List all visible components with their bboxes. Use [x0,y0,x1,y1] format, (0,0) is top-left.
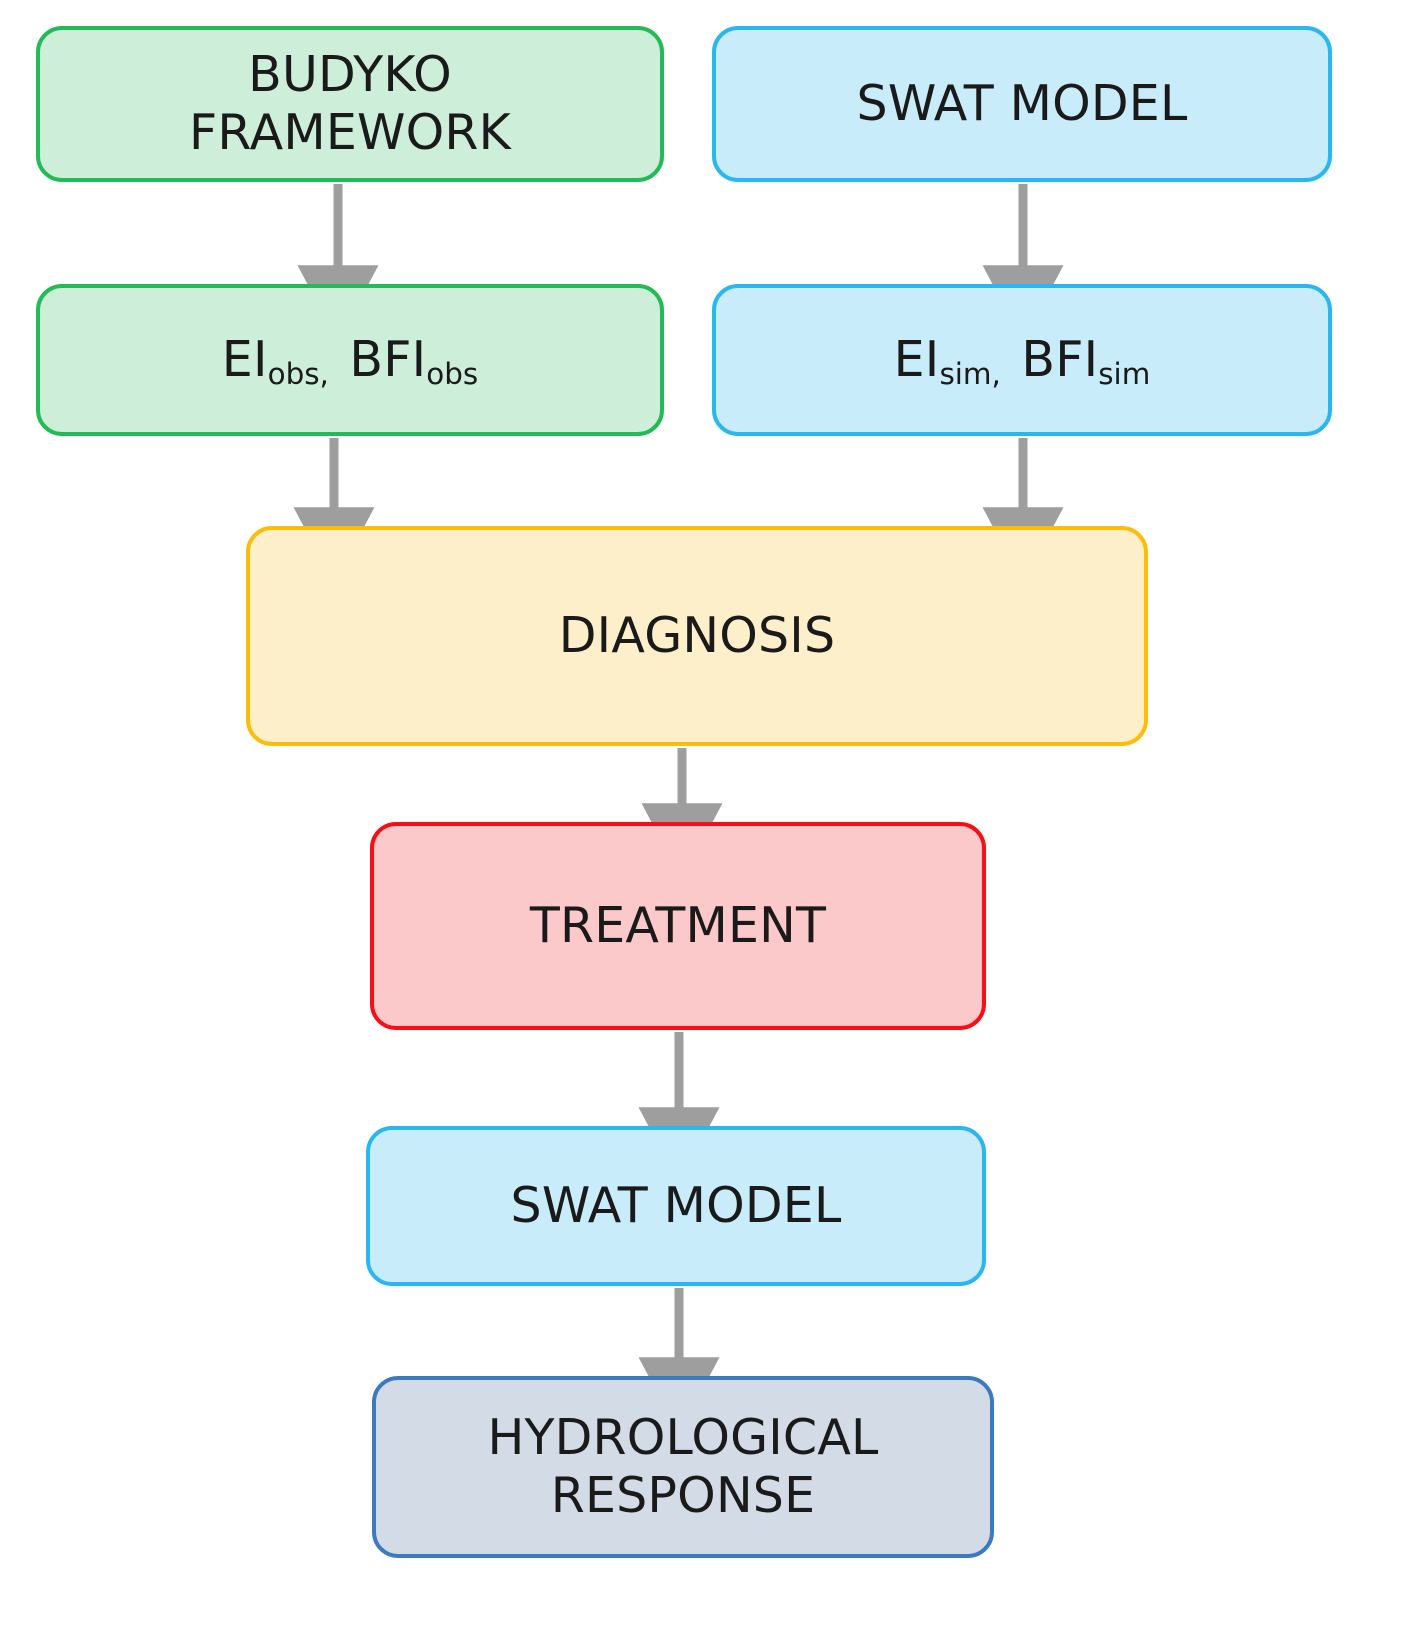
node-hydrological-response-label: HYDROLOGICAL RESPONSE [487,1409,879,1524]
sim-sub-1: sim, [939,357,1001,392]
sim-base-2: BFI [1021,331,1099,389]
node-budyko-framework[interactable]: BUDYKO FRAMEWORK [36,26,664,182]
obs-sub-1: obs, [267,357,329,392]
node-budyko-framework-label: BUDYKO FRAMEWORK [189,46,511,161]
obs-sub-2: obs [426,357,479,392]
node-swat-model-bottom[interactable]: SWAT MODEL [366,1126,986,1286]
node-treatment[interactable]: TREATMENT [370,822,986,1030]
obs-base-2: BFI [349,331,427,389]
node-diagnosis-label: DIAGNOSIS [558,607,836,665]
node-swat-model-top[interactable]: SWAT MODEL [712,26,1332,182]
node-observed-indices-label: EIobs, BFIobs [40,331,660,392]
node-hydrological-response[interactable]: HYDROLOGICAL RESPONSE [372,1376,994,1558]
sim-sub-2: sim [1098,357,1151,392]
node-swat-model-bottom-label: SWAT MODEL [510,1177,842,1235]
sim-base-1: EI [893,331,940,389]
obs-base-1: EI [221,331,268,389]
node-swat-model-top-label: SWAT MODEL [856,75,1188,133]
node-simulated-indices[interactable]: EIsim, BFIsim [712,284,1332,436]
node-simulated-indices-label: EIsim, BFIsim [716,331,1328,392]
node-diagnosis[interactable]: DIAGNOSIS [246,526,1148,746]
node-observed-indices[interactable]: EIobs, BFIobs [36,284,664,436]
node-treatment-label: TREATMENT [529,897,827,955]
